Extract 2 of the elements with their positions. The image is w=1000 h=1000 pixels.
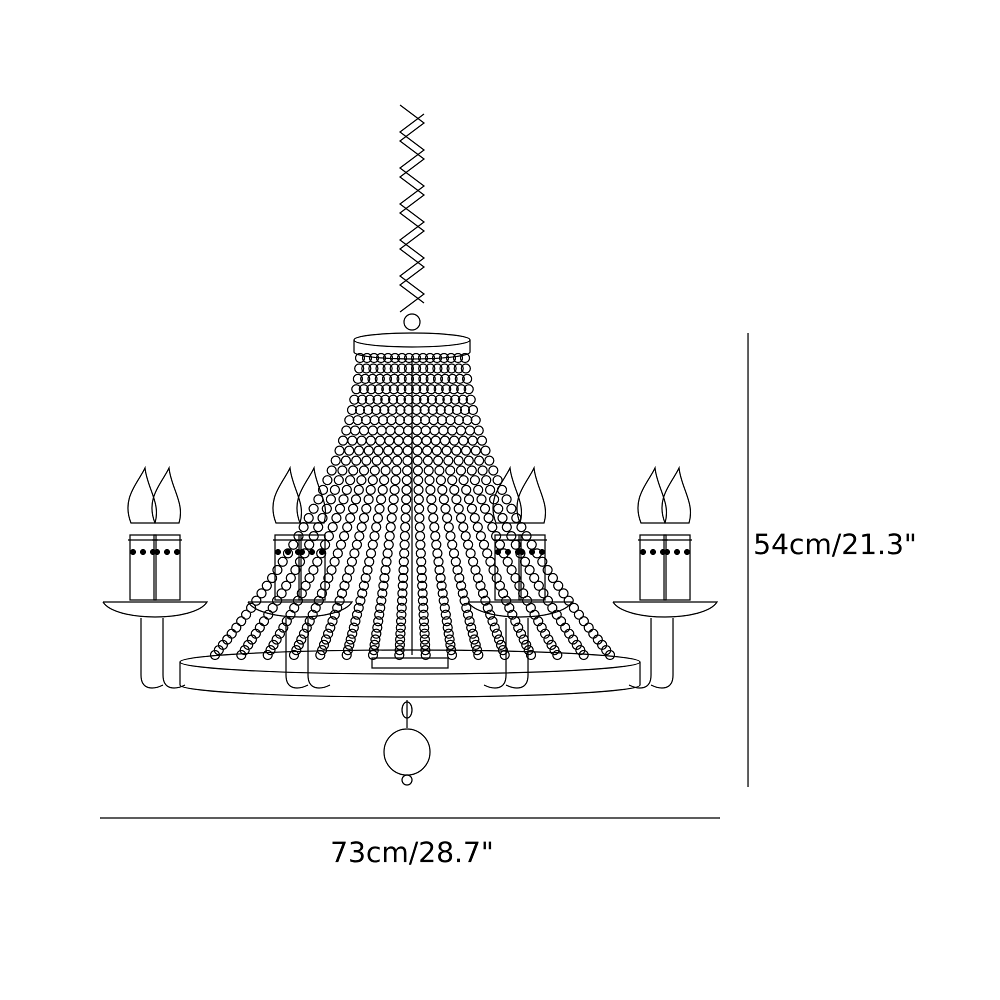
dimension-label: 54cm/21.3" xyxy=(755,533,914,557)
dimension-label: 73cm/28.7" xyxy=(332,841,492,865)
